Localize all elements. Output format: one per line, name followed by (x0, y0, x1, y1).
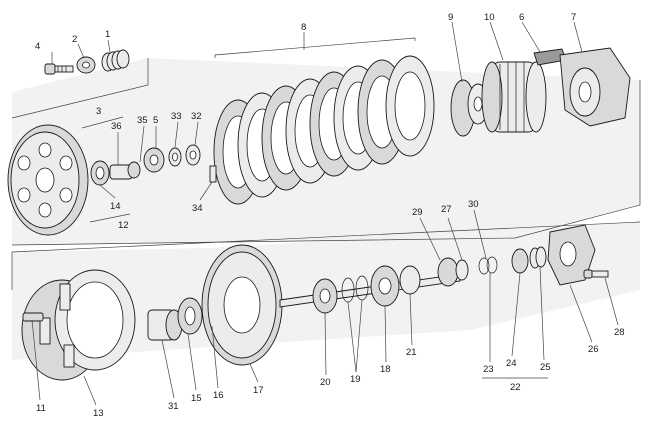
gear-part-17 (201, 244, 283, 366)
callout-1: 1 (105, 29, 110, 40)
callout-8: 8 (301, 22, 306, 33)
callout-27: 27 (441, 204, 452, 215)
callout-16: 16 (213, 390, 224, 401)
ring-part-15 (177, 297, 203, 335)
callout-10: 10 (484, 12, 495, 23)
callout-14: 14 (110, 201, 121, 212)
callout-2: 2 (72, 34, 77, 45)
upper-frame-right (11, 80, 641, 246)
group-3-bracket (81, 116, 124, 129)
bearing-part-18 (370, 265, 400, 307)
bolt-part-28 (583, 269, 609, 279)
callout-21: 21 (406, 347, 417, 358)
pin-part-34 (209, 165, 217, 183)
cover-part-7 (559, 47, 631, 127)
callout-18: 18 (380, 364, 391, 375)
callout-35: 35 (137, 115, 148, 126)
pressure-plate-part-14 (7, 124, 89, 236)
callout-3: 3 (96, 106, 101, 117)
callout-30: 30 (468, 199, 479, 210)
callout-5: 5 (153, 115, 158, 126)
callout-31: 31 (168, 401, 179, 412)
callout-9: 9 (448, 12, 453, 23)
pin-part-11 (22, 312, 44, 322)
seal-part-24 (511, 248, 529, 274)
shaft-end-part-29 (437, 257, 459, 287)
bolt-part-4 (44, 63, 74, 75)
callout-24: 24 (506, 358, 517, 369)
callout-labels: 4 2 1 8 9 10 6 7 3 36 35 5 33 32 34 14 1… (35, 12, 625, 419)
washer-part-23 (478, 256, 498, 275)
washer-part-2 (76, 56, 96, 74)
callout-32: 32 (191, 111, 202, 122)
leader-lines (31, 21, 619, 406)
callout-13: 13 (93, 408, 104, 419)
callout-6: 6 (519, 12, 524, 23)
bearing-part-20 (312, 278, 338, 314)
bushing-part-5 (143, 147, 165, 173)
drum-part-10 (481, 61, 547, 133)
washer-part-33 (168, 147, 182, 167)
callout-34: 34 (192, 203, 203, 214)
callout-4: 4 (35, 41, 40, 52)
callout-20: 20 (320, 377, 331, 388)
washer-part-32 (185, 144, 201, 166)
callout-22: 22 (510, 382, 521, 393)
upper-frame-left (11, 58, 149, 119)
callout-29: 29 (412, 207, 423, 218)
callout-15: 15 (191, 393, 202, 404)
clutch-plate-stack-part-8 (213, 55, 435, 205)
callout-25: 25 (540, 362, 551, 373)
group-12-bracket (89, 213, 131, 223)
slave-cylinder-part-26 (547, 224, 596, 286)
callout-12: 12 (118, 220, 129, 231)
callout-33: 33 (171, 111, 182, 122)
spring-part-25 (529, 246, 547, 269)
group-8-bracket (214, 37, 416, 58)
pushrod-part-35 (109, 161, 141, 180)
callout-23: 23 (483, 364, 494, 375)
callout-11: 11 (36, 403, 46, 414)
callout-19: 19 (350, 374, 361, 385)
spring-part-1 (101, 49, 130, 72)
nut-part-27 (455, 259, 469, 281)
lower-frame-top (11, 221, 641, 253)
callout-7: 7 (571, 12, 576, 23)
callout-36: 36 (111, 121, 122, 132)
callout-28: 28 (614, 327, 625, 338)
callout-26: 26 (588, 344, 599, 355)
basket-part-13 (21, 269, 136, 381)
bearing-part-36 (90, 160, 110, 186)
bushing-part-31 (147, 309, 183, 341)
callout-17: 17 (253, 385, 264, 396)
spacer-part-21 (399, 265, 421, 295)
